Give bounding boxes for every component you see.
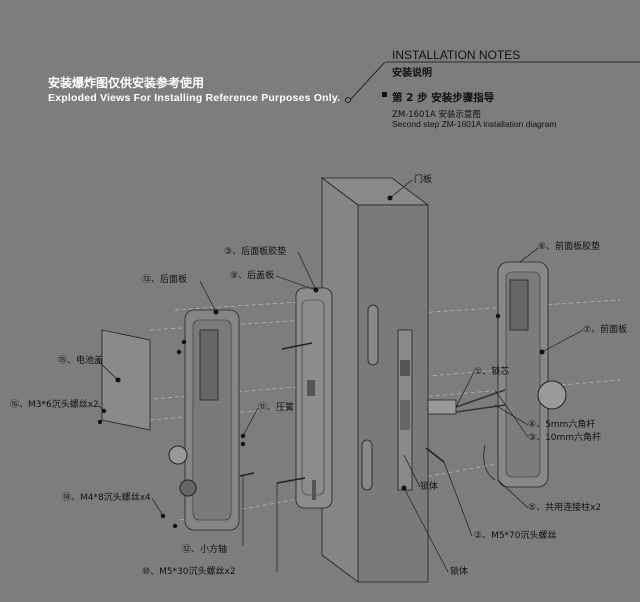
notes-title-cn: 安装说明: [392, 68, 432, 79]
step-title: 第 2 步 安装步骤指导: [392, 92, 495, 104]
label-screw-m3: ⑯、M3*6沉头螺丝x2: [10, 400, 99, 410]
label-screw-m5-30: ⑩、M5*30沉头螺丝x2: [142, 567, 236, 577]
label-back-gasket: ③、后面板胶垫: [224, 247, 287, 257]
label-cylinder: ①、锁芯: [474, 367, 510, 377]
label-front-panel: ⑦、前面板: [583, 325, 628, 335]
label-lock-body: 锁体: [420, 482, 439, 492]
battery-cover: [101, 329, 151, 431]
notes-title-en: INSTALLATION NOTES: [392, 48, 521, 62]
front-panel: [497, 261, 567, 488]
label-battery-cover: ⑮、电池盖: [58, 356, 104, 366]
label-back-panel: ⑬、后面板: [142, 275, 188, 285]
label-back-cover: ⑨、后盖板: [230, 271, 275, 281]
header-title-en: Exploded Views For Installing Reference …: [48, 92, 341, 104]
label-lock-body-bottom: 锁体: [450, 567, 469, 577]
step-subtitle-en: Second step ZM-1601A installation diagra…: [392, 119, 557, 129]
label-front-gasket: ⑥、前面板胶垫: [538, 242, 601, 252]
label-square-shaft: ⑫、小方轴: [182, 545, 228, 555]
label-screw-m4: ⑭、M4*8沉头螺丝x4: [62, 493, 151, 503]
label-door-plate: 门板: [414, 175, 433, 185]
screws: [239, 342, 445, 484]
cylinder-and-rods: [427, 389, 506, 481]
label-hex-5mm: ④、5mm六角杆: [528, 420, 596, 430]
back-cover-plate: [295, 287, 333, 509]
label-connector: ⑤、共用连接柱x2: [528, 503, 602, 513]
label-screw-m5-70: ②、M5*70沉头螺丝: [474, 531, 557, 541]
label-hex-10mm: ③、10mm六角杆: [528, 433, 602, 443]
header-title-cn: 安装爆炸图仅供安装参考使用: [48, 76, 205, 90]
step-subtitle-cn: ZM-1601A 安装示意图: [392, 110, 481, 120]
label-spring: ⑪、压簧: [258, 403, 295, 413]
back-panel: [168, 309, 240, 531]
